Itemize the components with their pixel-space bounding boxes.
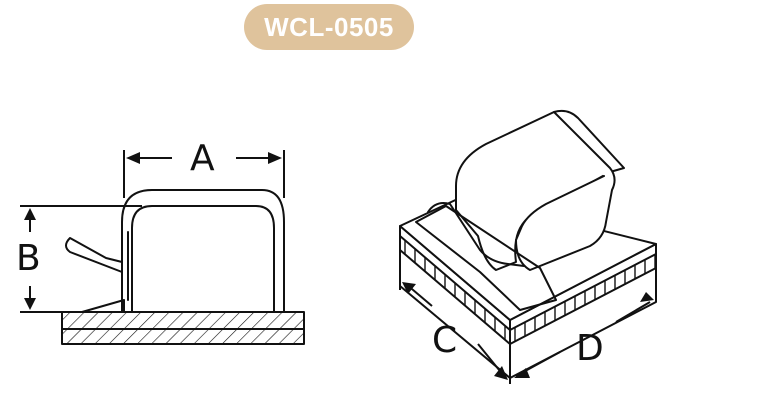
clip-arch-side xyxy=(455,109,625,271)
base-flap xyxy=(415,205,557,311)
dimension-a-label: A xyxy=(190,138,215,179)
dimension-d-label: D xyxy=(576,328,604,369)
latch-barb xyxy=(65,237,123,273)
dimension-b-label: B xyxy=(16,238,41,279)
dimension-b xyxy=(20,205,142,313)
side-view xyxy=(61,189,305,345)
arch-outer xyxy=(121,189,285,313)
clip-arch-top xyxy=(515,111,616,271)
sloped-foot xyxy=(81,299,125,313)
model-title-badge: WCL-0505 xyxy=(244,4,414,50)
clip-inner-curve xyxy=(427,202,525,267)
iso-view xyxy=(399,109,657,379)
dimension-d xyxy=(514,258,657,378)
dimension-c xyxy=(399,252,511,384)
dimension-c-label: C xyxy=(432,320,457,361)
dimension-a xyxy=(123,150,285,198)
arch-inner xyxy=(131,205,275,313)
